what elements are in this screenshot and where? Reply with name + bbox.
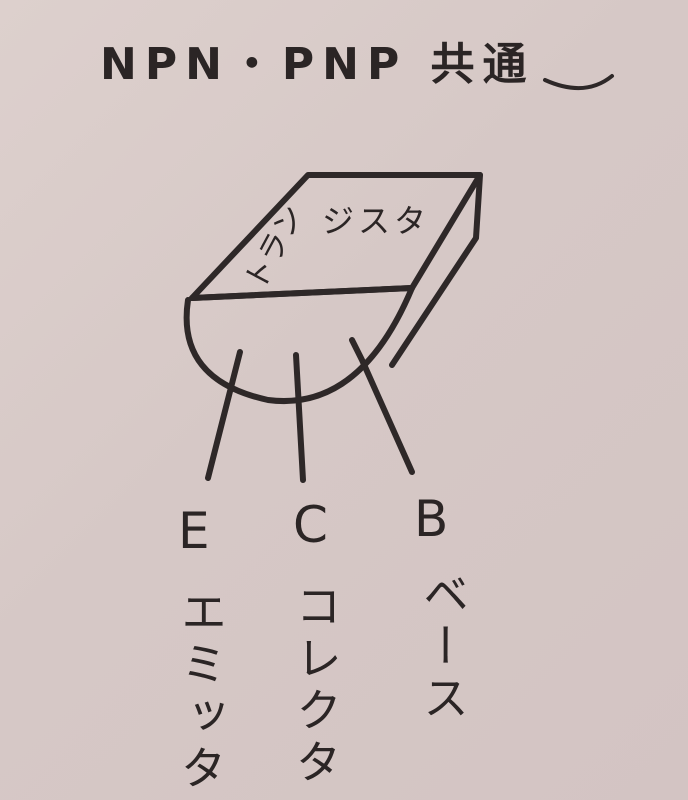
- collector-lead: [293, 352, 306, 483]
- pin-e-letter: E: [178, 502, 210, 560]
- rounded-body: [183, 285, 415, 404]
- pin-c-name: コレクタ: [289, 582, 343, 790]
- pin-b-letter: B: [414, 490, 449, 548]
- component-label-part2: ジスタ: [322, 202, 430, 240]
- side-face: [389, 172, 483, 368]
- title-flourish: [543, 74, 614, 91]
- component-label-part1: トラン: [238, 200, 311, 296]
- pin-e-name: エミッタ: [174, 588, 228, 796]
- pin-c-letter: C: [293, 496, 328, 554]
- pin-b-name: ベース: [416, 570, 470, 726]
- base-lead: [349, 337, 415, 475]
- emitter-lead: [205, 349, 243, 481]
- front-edge: [189, 285, 415, 301]
- diagram-title: NPN・PNP 共通: [100, 39, 535, 90]
